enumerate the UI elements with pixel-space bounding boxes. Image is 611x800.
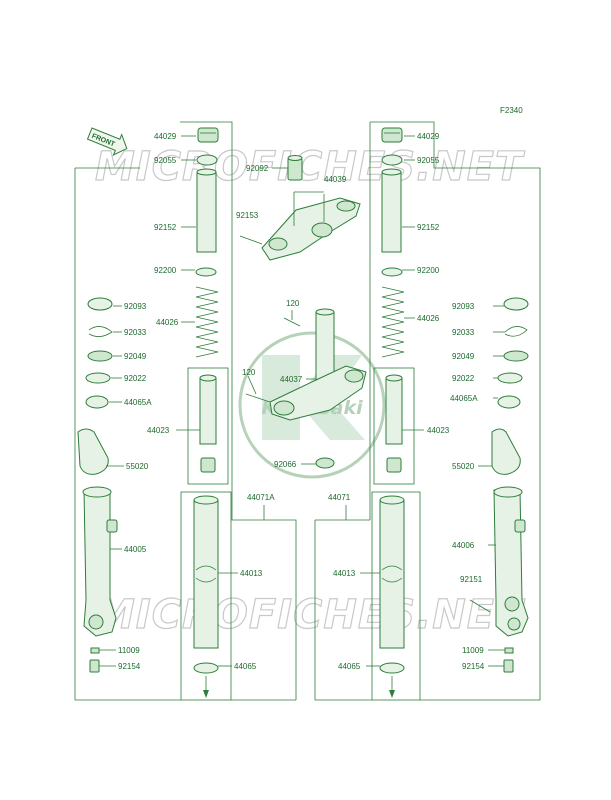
left-fork-parts <box>77 127 219 698</box>
o-ring-right <box>381 154 403 166</box>
label-44065a-right: 44065A <box>450 394 478 403</box>
label-92152-right: 92152 <box>417 223 440 232</box>
label-44013-left: 44013 <box>240 569 263 578</box>
label-44071: 44071 <box>328 493 351 502</box>
label-44013-right: 44013 <box>333 569 356 578</box>
label-44071a: 44071A <box>247 493 275 502</box>
label-92152-left: 92152 <box>154 223 177 232</box>
fork-cap-left <box>197 127 219 143</box>
label-11009-right: 11009 <box>462 646 484 655</box>
nut-92066 <box>315 457 335 469</box>
label-92093-left: 92093 <box>124 302 147 311</box>
inner-tube-right <box>379 499 405 649</box>
bushing-a-left <box>85 395 109 409</box>
label-44065-right: 44065 <box>338 662 361 671</box>
fork-guard-left <box>77 428 109 475</box>
label-92055-right: 92055 <box>417 156 440 165</box>
bolt-120-lower <box>245 393 271 403</box>
leader-lines <box>99 135 505 667</box>
bushing-left <box>193 662 219 674</box>
left-fork-frame <box>74 121 297 701</box>
oil-seal-left <box>87 350 113 362</box>
dust-seal-left <box>87 297 113 311</box>
label-92151: 92151 <box>460 575 483 584</box>
label-92092: 92092 <box>246 164 269 173</box>
label-44023-left: 44023 <box>147 426 170 435</box>
label-55020-left: 55020 <box>126 462 149 471</box>
label-55020-right: 55020 <box>452 462 475 471</box>
damper-rod-left <box>199 377 217 445</box>
outer-tube-right <box>493 489 529 637</box>
oil-seal-right <box>503 350 529 362</box>
fork-guard-right <box>491 428 521 475</box>
label-120-upper: 120 <box>286 299 300 308</box>
label-92153: 92153 <box>236 211 259 220</box>
watermark-bottom: MICROFICHES.NET <box>95 592 525 638</box>
label-92154-right: 92154 <box>462 662 485 671</box>
label-92200-right: 92200 <box>417 266 440 275</box>
label-120-lower: 120 <box>242 368 256 377</box>
label-44006: 44006 <box>452 541 475 550</box>
label-92033-left: 92033 <box>124 328 147 337</box>
dust-seal-right <box>503 297 529 311</box>
label-92022-left: 92022 <box>124 374 147 383</box>
label-44065-left: 44065 <box>234 662 257 671</box>
bolt-92154-left <box>89 659 100 673</box>
spacer-tube-right <box>381 171 402 253</box>
label-44065a-left: 44065A <box>124 398 152 407</box>
label-44005: 44005 <box>124 545 147 554</box>
label-92200-left: 92200 <box>154 266 177 275</box>
bushing-a-right <box>497 395 521 409</box>
damper-rod-right <box>385 377 403 445</box>
label-44026-left: 44026 <box>156 318 179 327</box>
center-parts <box>239 155 367 469</box>
fork-spring-left <box>195 286 219 358</box>
right-fork-parts <box>379 127 529 698</box>
label-44039: 44039 <box>324 175 347 184</box>
label-92093-right: 92093 <box>452 302 475 311</box>
washer-ring-left <box>85 372 111 384</box>
washer-11009-right <box>504 647 514 654</box>
label-44037: 44037 <box>280 375 303 384</box>
rod-piece-right <box>386 457 402 473</box>
watermark-top: MICROFICHES.NET <box>95 144 525 190</box>
bolt-92154-right <box>503 659 514 673</box>
fork-spring-right <box>381 286 405 358</box>
washer-ring-right <box>497 372 523 384</box>
label-92033-right: 92033 <box>452 328 475 337</box>
washer-left <box>195 267 217 277</box>
label-92066: 92066 <box>274 460 297 469</box>
label-92022-right: 92022 <box>452 374 475 383</box>
outer-tube-left <box>83 489 117 637</box>
clip-left <box>88 326 113 337</box>
collar-92092 <box>287 157 303 181</box>
label-44029-left: 44029 <box>154 132 177 141</box>
clip-right <box>504 326 528 337</box>
label-92049-left: 92049 <box>124 352 147 361</box>
rod-piece-left <box>200 457 216 473</box>
label-92154-left: 92154 <box>118 662 141 671</box>
inner-tube-left <box>193 499 219 649</box>
label-92055-left: 92055 <box>154 156 177 165</box>
spacer-tube-left <box>196 171 217 253</box>
label-44023-right: 44023 <box>427 426 450 435</box>
fork-cap-right <box>381 127 403 143</box>
label-11009-left: 11009 <box>118 646 140 655</box>
label-44026-right: 44026 <box>417 314 440 323</box>
diagram-id: F2340 <box>500 106 523 115</box>
right-fork-frame <box>314 121 541 701</box>
washer-right <box>381 267 403 277</box>
bolt-92153 <box>239 235 263 245</box>
bushing-right <box>379 662 405 674</box>
o-ring-left <box>196 154 218 166</box>
label-44029-right: 44029 <box>417 132 440 141</box>
bolt-120-upper <box>283 317 301 327</box>
washer-11009-left <box>90 647 100 654</box>
label-92049-right: 92049 <box>452 352 475 361</box>
